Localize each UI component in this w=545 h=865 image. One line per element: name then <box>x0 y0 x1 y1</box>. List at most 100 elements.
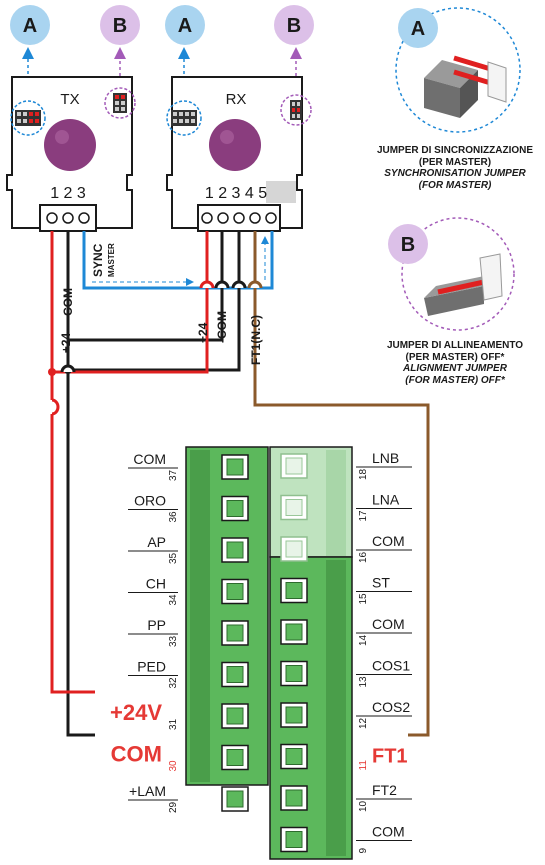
wire-labels: SYNC MASTER +24 -COM +24 -COM FT1(N.C) <box>59 243 263 365</box>
left-terminal-label: CH <box>146 576 166 592</box>
wire-24v-red <box>50 231 209 694</box>
left-terminal-number: 34 <box>168 594 179 606</box>
right-terminal-label: FT1 <box>372 746 408 768</box>
rx-jumper-b-icon <box>290 100 302 120</box>
crossover-hump <box>60 364 76 373</box>
right-terminal-number: 9 <box>358 848 369 854</box>
label-sync: SYNC <box>91 243 105 277</box>
left-terminal-number: 35 <box>168 552 179 564</box>
right-terminal-number: 15 <box>358 593 369 605</box>
jumper-a-icon <box>424 55 507 118</box>
jumper-a-caption: JUMPER DI SINCRONIZZAZIONE (PER MASTER) … <box>366 145 544 191</box>
rx-title: RX <box>226 91 247 108</box>
right-terminal-number: 11 <box>358 760 369 771</box>
label-p24-right: +24 <box>196 322 210 343</box>
right-terminal-label: ST <box>372 575 390 591</box>
rx-jumper-a-icon <box>171 110 197 126</box>
right-terminal-label: COM <box>372 616 405 632</box>
tx-knob <box>44 119 96 171</box>
rx-terminal-numbers: 1 2 3 4 5 <box>205 185 267 202</box>
right-terminal-label: COS1 <box>372 658 410 674</box>
left-terminal-number: 37 <box>168 469 179 481</box>
badge-a-detail: A <box>411 18 425 40</box>
left-terminal-number: 36 <box>168 511 179 523</box>
tx-board: TX 1 2 3 <box>6 76 136 232</box>
tx-jumper-b-icon <box>113 93 127 113</box>
svg-text:A: A <box>23 15 37 37</box>
right-terminal-number: 14 <box>358 634 369 646</box>
left-terminal-label: PED <box>137 659 166 675</box>
left-terminal-label: AP <box>147 534 166 550</box>
left-terminal-number: 29 <box>168 801 179 813</box>
tx-jumper-a-icon <box>15 110 41 126</box>
right-terminal-9: COM 9 <box>280 824 412 854</box>
badge-a-tx: A <box>10 5 50 45</box>
jumper-b-line1: JUMPER DI ALLINEAMENTO <box>386 340 524 351</box>
right-terminal-number: 17 <box>358 510 369 522</box>
left-terminal-label: +LAM <box>129 783 166 799</box>
junction-24v <box>48 368 56 376</box>
left-terminal-6: +24V 31 <box>110 700 249 730</box>
right-terminal-number: 16 <box>358 551 369 563</box>
right-terminal-label: LNB <box>372 450 399 466</box>
jumper-b-line4: (FOR MASTER) OFF* <box>405 374 505 386</box>
badge-b-rx: B <box>274 5 314 45</box>
left-terminal-label: COM <box>133 451 166 467</box>
badge-b-detail: B <box>401 234 415 256</box>
tx-terminal-block <box>39 204 97 232</box>
left-terminal-label: PP <box>147 617 166 633</box>
jumper-b-illustration: B <box>388 217 515 331</box>
svg-text:B: B <box>113 15 127 37</box>
badge-a-rx: A <box>165 5 205 45</box>
jumper-b-line3: ALIGNMENT JUMPER <box>403 363 507 374</box>
right-terminal-label: COM <box>372 533 405 549</box>
rx-board: RX 1 2 3 4 5 <box>166 76 312 232</box>
rx-terminal-block <box>197 204 281 232</box>
crossover-hump-red <box>51 398 60 416</box>
svg-text:B: B <box>287 15 301 37</box>
left-terminal-number: 33 <box>168 635 179 647</box>
left-terminal-number: 31 <box>168 718 179 730</box>
wire-ft1-brown <box>253 231 430 737</box>
svg-text:A: A <box>178 15 192 37</box>
sync-flow-arrows <box>92 236 269 286</box>
left-terminal-number: 30 <box>168 760 179 772</box>
right-terminal-label: COS2 <box>372 699 410 715</box>
jumper-a-illustration: A <box>395 7 521 133</box>
label-p24-left: +24 <box>59 332 73 353</box>
right-terminal-number: 12 <box>358 717 369 729</box>
jumper-a-line1: JUMPER DI SINCRONIZZAZIONE <box>376 145 534 156</box>
right-terminal-number: 10 <box>358 800 369 812</box>
label-com-right: -COM <box>215 311 229 343</box>
right-terminal-number: 13 <box>358 676 369 688</box>
jumper-b-icon <box>424 253 503 316</box>
right-terminal-label: COM <box>372 824 405 840</box>
label-com-left: -COM <box>61 288 75 320</box>
jumper-a-line4: (FOR MASTER) <box>418 179 492 191</box>
right-terminal-label: LNA <box>372 492 400 508</box>
tx-title: TX <box>60 91 79 108</box>
jumper-a-line3: SYNCHRONISATION JUMPER <box>384 168 526 179</box>
left-terminal-label: +24V <box>110 700 162 725</box>
label-ft1: FT1(N.C) <box>249 315 263 365</box>
left-terminal-number: 32 <box>168 677 179 689</box>
jumper-b-line2: (PER MASTER) OFF* <box>405 351 505 363</box>
tx-terminal-numbers: 1 2 3 <box>50 185 86 202</box>
rx-knob <box>209 119 261 171</box>
left-terminal-label: ORO <box>134 493 166 509</box>
